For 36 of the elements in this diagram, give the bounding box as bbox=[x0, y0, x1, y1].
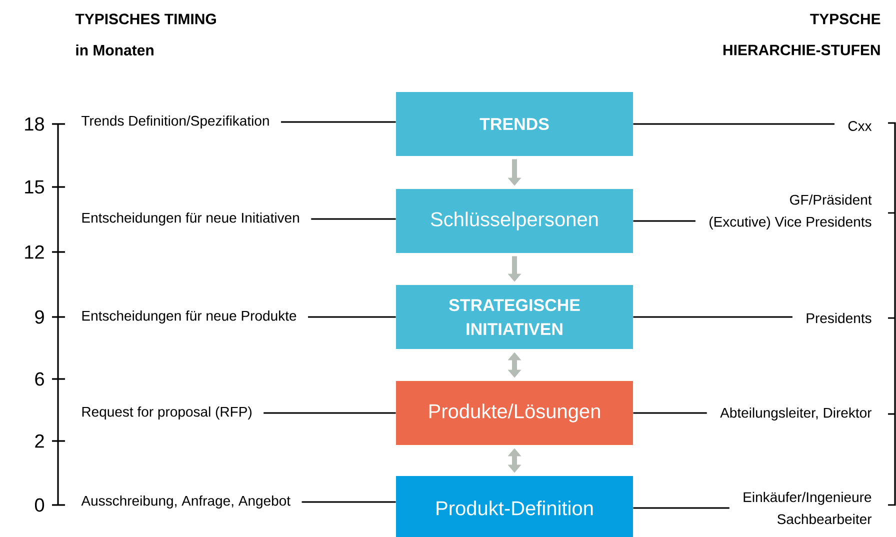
timing-text: Request for proposal (RFP) bbox=[82, 406, 252, 420]
heading: TYPSCHE bbox=[810, 14, 880, 24]
leader-line bbox=[264, 412, 396, 414]
leader-line bbox=[308, 316, 396, 318]
heading: in Monaten bbox=[76, 44, 154, 56]
tick-label: 2 bbox=[35, 434, 44, 448]
timing-text: Entscheidungen für neue Initiativen bbox=[82, 212, 299, 226]
tick-label: 18 bbox=[25, 117, 44, 131]
leader-line bbox=[633, 412, 707, 414]
leader-line bbox=[311, 218, 396, 220]
process-box: TRENDS bbox=[396, 92, 633, 156]
process-box: Schlüsselpersonen bbox=[396, 189, 633, 253]
tick-label: 15 bbox=[25, 180, 44, 194]
timing-text: Ausschreibung, Anfrage, Angebot bbox=[81, 495, 290, 508]
tick-label: 9 bbox=[35, 310, 44, 324]
role-text: Cxx bbox=[848, 121, 872, 131]
timing-text: Trends Definition/Spezifikation bbox=[82, 115, 269, 129]
heading: HIERARCHIE-STUFEN bbox=[723, 44, 880, 56]
role-text: Presidents bbox=[806, 312, 872, 324]
leader-line bbox=[633, 507, 730, 509]
leader-line bbox=[633, 316, 792, 318]
process-box: STRATEGISCHE INITIATIVEN bbox=[396, 285, 633, 349]
tick-label: 0 bbox=[34, 498, 44, 512]
leader-line bbox=[633, 220, 696, 222]
timing-text: Entscheidungen für neue Produkte bbox=[82, 310, 296, 324]
leader-line bbox=[302, 501, 396, 503]
heading: TYPISCHES TIMING bbox=[75, 14, 216, 24]
tick-label: 6 bbox=[35, 372, 44, 386]
role-text: Einkäufer/Ingenieure Sachbearbeiter bbox=[744, 492, 872, 524]
process-box: Produkte/Lösungen bbox=[396, 381, 633, 445]
process-box: Produkt-Definition bbox=[396, 476, 633, 537]
tick-label: 12 bbox=[25, 245, 44, 259]
leader-line bbox=[280, 121, 396, 123]
role-text: Abteilungsleiter, Direktor bbox=[720, 407, 872, 421]
leader-line bbox=[633, 123, 834, 125]
role-text: GF/Präsident (Excutive) Vice Presidents bbox=[710, 194, 872, 230]
